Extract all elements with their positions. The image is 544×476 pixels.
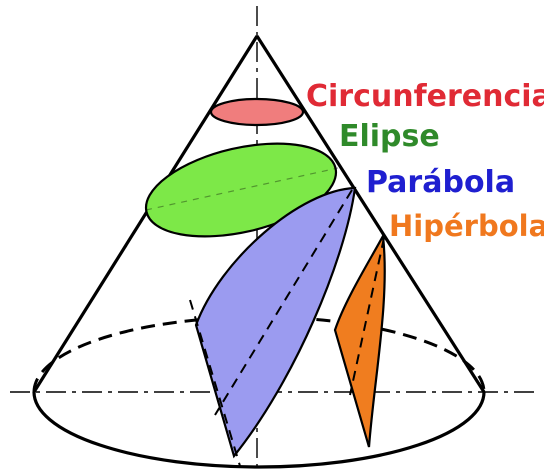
parabola-section [194, 186, 357, 459]
label-circumference: Circunferencia [306, 79, 544, 114]
parabola-left-hidden-line [189, 299, 241, 467]
cone-left-edge [32, 35, 259, 393]
hyperbola-section [333, 232, 386, 448]
label-ellipse: Elipse [339, 119, 440, 154]
label-hyperbola: Hipérbola [389, 209, 544, 243]
label-parabola: Parábola [366, 165, 516, 200]
cone-base-visible-edge [32, 391, 486, 469]
hyperbola-axis-dashed-line [349, 237, 385, 396]
ellipse-hidden-line [145, 167, 339, 211]
circumference-section [209, 97, 305, 127]
cone-right-edge [255, 35, 486, 393]
parabola-axis-dashed-line [214, 189, 353, 416]
